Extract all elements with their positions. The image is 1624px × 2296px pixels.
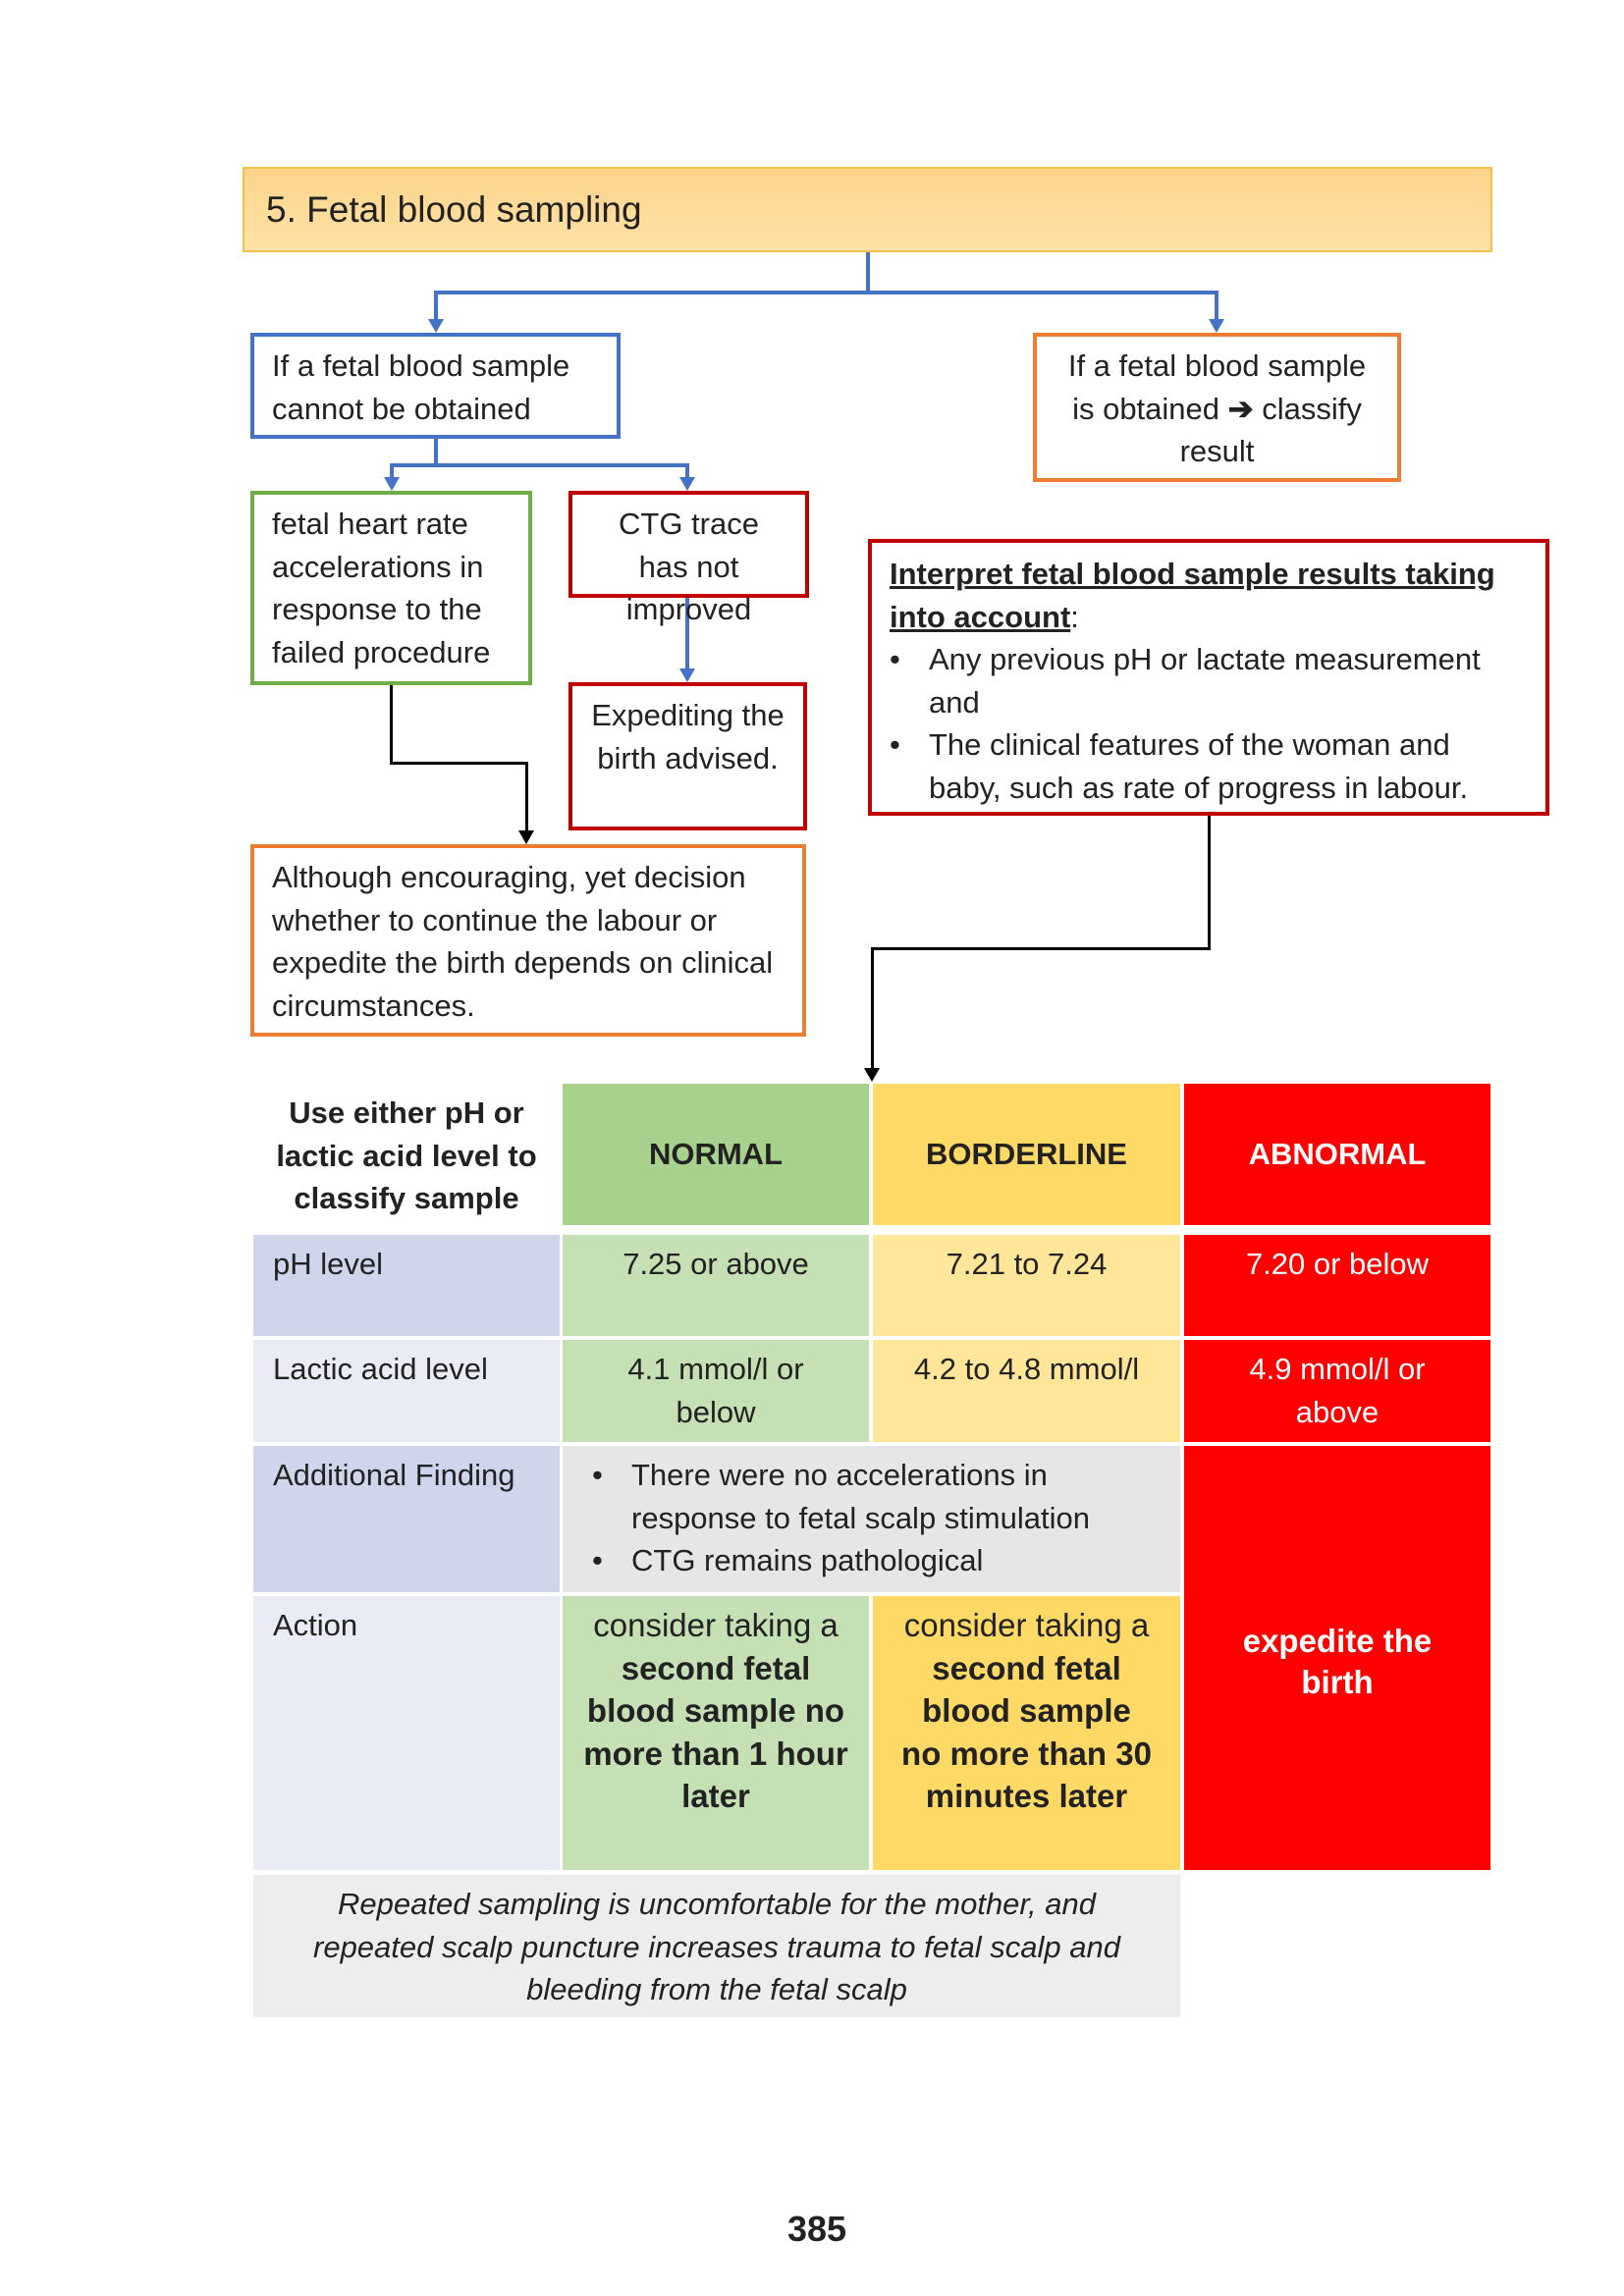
- accelerations-box: fetal heart rate accelerations in respon…: [250, 491, 532, 685]
- header-normal: NORMAL: [563, 1084, 869, 1225]
- encouraging-box: Although encouraging, yet decision wheth…: [250, 844, 806, 1037]
- arrow-down-icon: [1209, 319, 1224, 333]
- ph-normal: 7.25 or above: [563, 1235, 869, 1336]
- connector: [434, 291, 1218, 294]
- normal-action: consider taking a second fetal blood sam…: [563, 1596, 869, 1870]
- header-borderline: BORDERLINE: [873, 1084, 1180, 1225]
- connector: [390, 685, 393, 765]
- connector: [525, 762, 528, 832]
- action-bold: second fetal blood sample no more than 3…: [901, 1649, 1152, 1815]
- expediting-box: Expediting the birth advised.: [568, 682, 807, 830]
- action-bold: second fetal blood sample no more than 1…: [583, 1649, 848, 1815]
- connector: [1208, 816, 1211, 950]
- obtained-end-text: classify result: [1179, 391, 1362, 469]
- list-item: Any previous pH or lactate measurement a…: [890, 638, 1528, 723]
- list-item: The clinical features of the woman and b…: [890, 723, 1528, 809]
- connector: [434, 439, 438, 466]
- ph-abnormal: 7.20 or below: [1184, 1235, 1490, 1336]
- connector: [871, 947, 874, 1070]
- connector: [871, 947, 1211, 950]
- connector: [390, 463, 689, 467]
- table-footer-note: Repeated sampling is uncomfortable for t…: [253, 1875, 1180, 2017]
- obtained-text: If a fetal blood sample is obtained: [1067, 348, 1367, 426]
- list-item: There were no accelerations in response …: [570, 1454, 1161, 1539]
- row-label-lactic: Lactic acid level: [253, 1340, 560, 1442]
- connector: [1215, 291, 1218, 320]
- lactic-normal: 4.1 mmol/l or below: [563, 1340, 869, 1442]
- action-pre: consider taking a: [903, 1607, 1150, 1643]
- interpret-list: Any previous pH or lactate measurement a…: [890, 638, 1528, 809]
- table-header-label: Use either pH or lactic acid level to cl…: [276, 1095, 537, 1215]
- arrow-down-icon: [864, 1068, 880, 1082]
- interpret-box: Interpret fetal blood sample results tak…: [868, 539, 1549, 816]
- section-title: 5. Fetal blood sampling: [243, 167, 1492, 252]
- abnormal-action: expedite the birth: [1184, 1446, 1490, 1870]
- connector: [434, 291, 438, 320]
- additional-findings: There were no accelerations in response …: [563, 1446, 1180, 1592]
- row-label-ph: pH level: [253, 1235, 560, 1336]
- row-label-action: Action: [253, 1596, 560, 1870]
- interpret-heading: Interpret fetal blood sample results tak…: [890, 557, 1495, 634]
- not-obtained-box: If a fetal blood sample cannot be obtain…: [250, 333, 621, 439]
- header-abnormal: ABNORMAL: [1184, 1084, 1490, 1225]
- row-label-additional: Additional Finding: [253, 1446, 560, 1592]
- lactic-borderline: 4.2 to 4.8 mmol/l: [873, 1340, 1180, 1442]
- ctg-not-improved-box: CTG trace has not improved: [568, 491, 809, 626]
- action-pre: consider taking a: [593, 1607, 839, 1643]
- connector: [866, 252, 870, 294]
- borderline-action: consider taking a second fetal blood sam…: [873, 1596, 1180, 1870]
- arrow-down-icon: [679, 477, 695, 491]
- list-item: CTG remains pathological: [570, 1539, 1161, 1582]
- connector: [685, 598, 689, 670]
- arrow-down-icon: [384, 477, 400, 491]
- arrow-down-icon: [428, 319, 444, 333]
- abnormal-action-text: expedite the birth: [1242, 1623, 1433, 1700]
- arrow-down-icon: [679, 668, 695, 682]
- ph-borderline: 7.21 to 7.24: [873, 1235, 1180, 1336]
- arrow-right-icon: ➔: [1227, 391, 1254, 426]
- page-number: 385: [786, 2209, 847, 2249]
- connector: [685, 463, 689, 479]
- lactic-abnormal: 4.9 mmol/l or above: [1184, 1340, 1490, 1442]
- obtained-box: If a fetal blood sample is obtained ➔ cl…: [1033, 333, 1401, 482]
- arrow-down-icon: [518, 830, 534, 844]
- connector: [390, 762, 528, 765]
- connector: [390, 463, 394, 479]
